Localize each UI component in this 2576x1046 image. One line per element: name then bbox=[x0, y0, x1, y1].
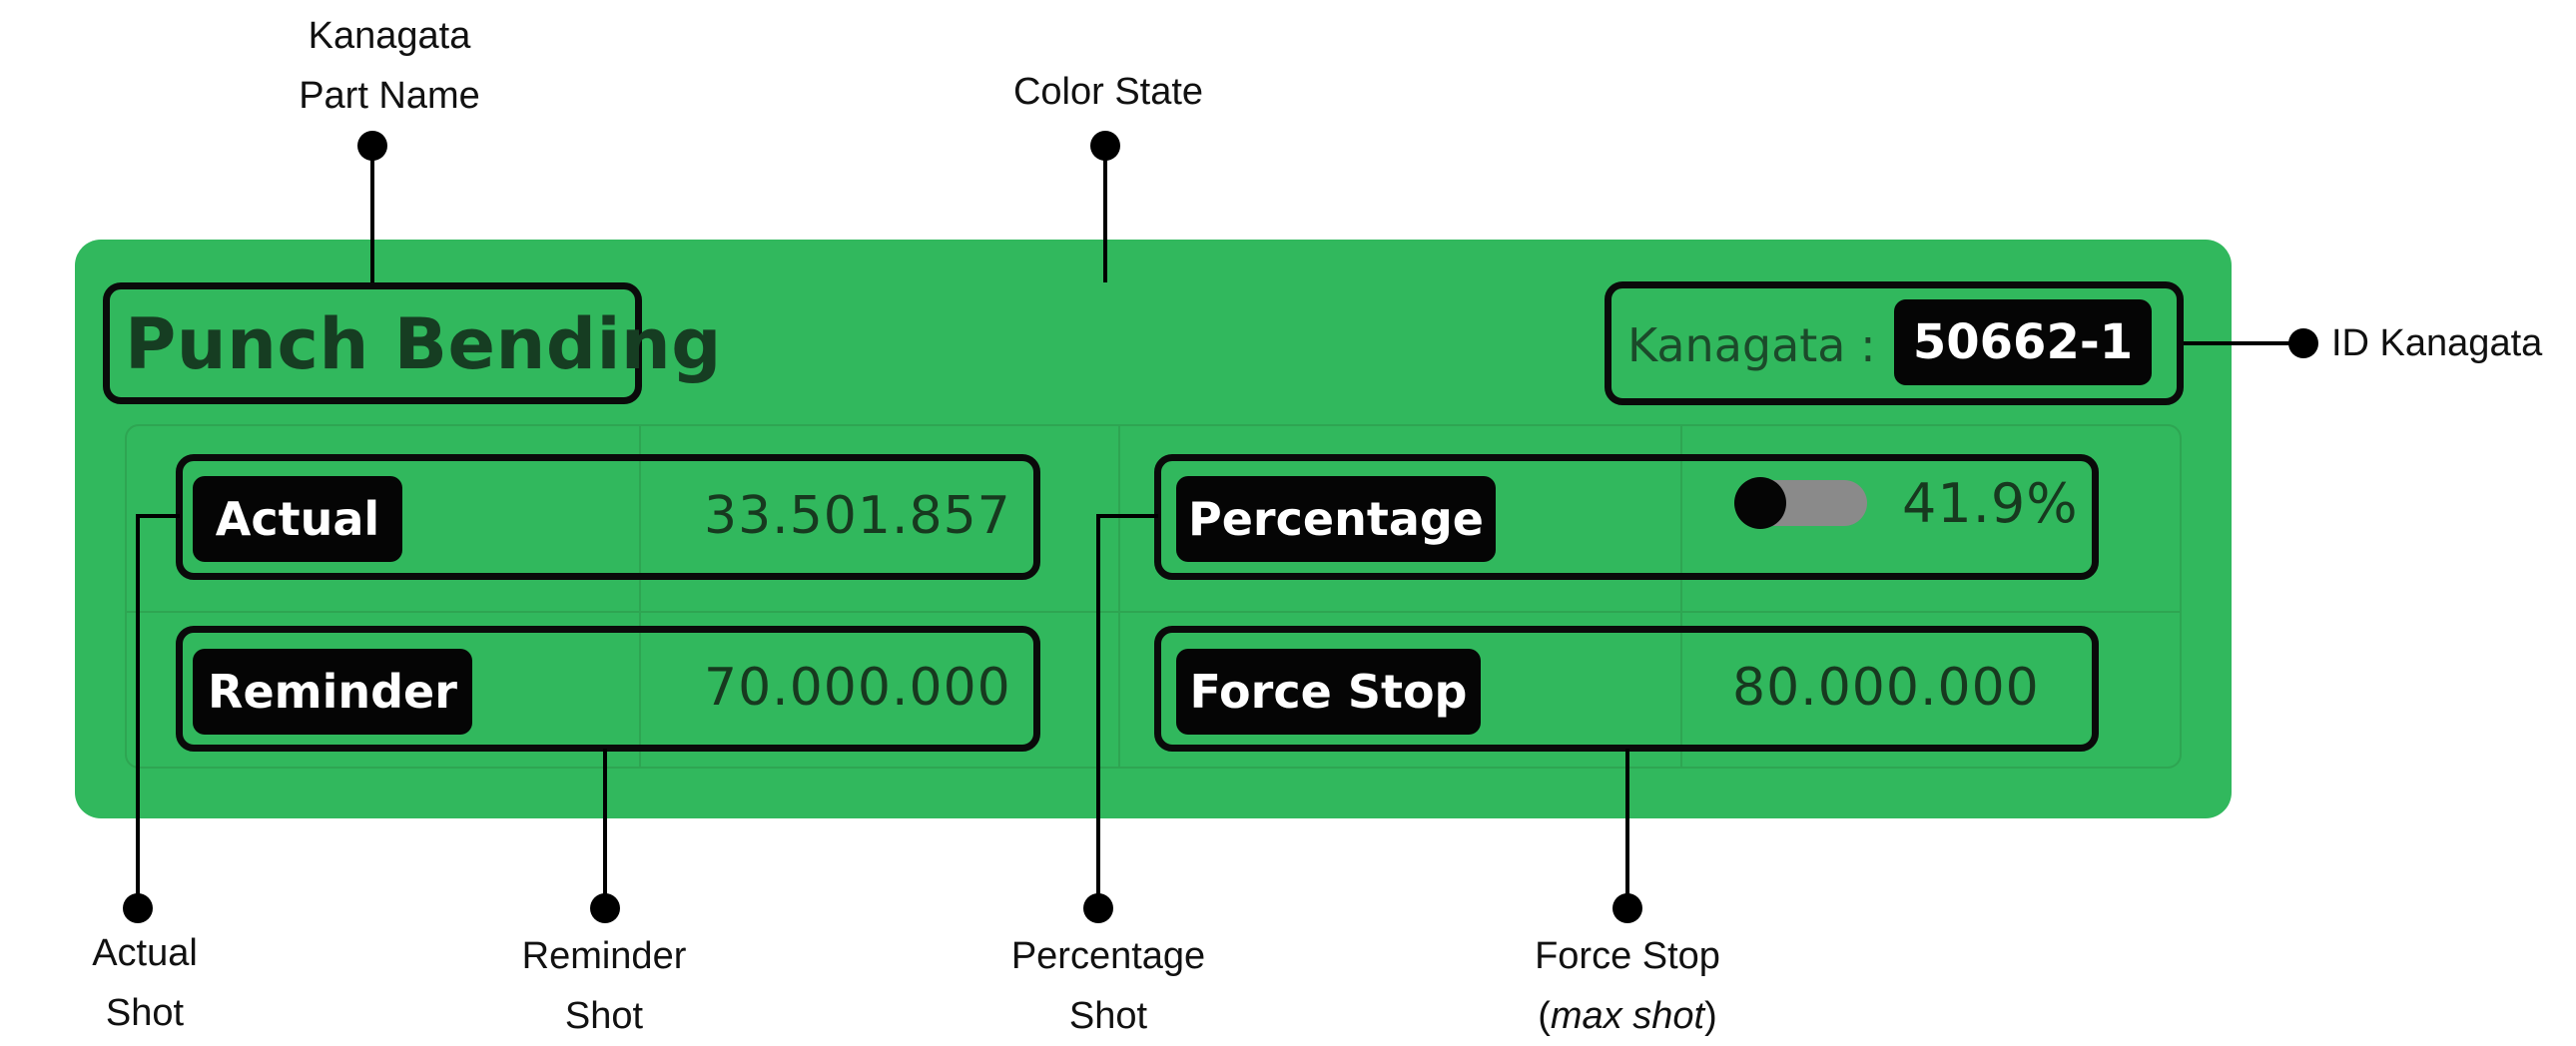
force-stop-highlight bbox=[1154, 626, 2099, 752]
percentage-leader-line-v bbox=[1096, 514, 1100, 909]
reminder-shot-highlight bbox=[176, 626, 1040, 752]
force-stop-leader-dot bbox=[1612, 893, 1642, 923]
force-stop-value: 80.000.000 bbox=[1732, 658, 2040, 718]
actual-leader-line-h bbox=[138, 514, 180, 518]
table-divider bbox=[1680, 426, 1682, 767]
part-name-leader-line bbox=[370, 146, 374, 282]
force-stop-leader-line bbox=[1625, 749, 1629, 908]
table-divider bbox=[127, 611, 2180, 613]
toggle-knob-icon bbox=[1734, 477, 1786, 529]
percentage-leader-line-h bbox=[1098, 514, 1158, 518]
table-divider bbox=[639, 426, 641, 767]
actual-leader-line-v bbox=[136, 514, 140, 909]
reminder-leader-line bbox=[603, 749, 607, 908]
percentage-value: 41.9% bbox=[1902, 472, 2079, 535]
force-stop-badge: Force Stop bbox=[1176, 649, 1481, 735]
id-kanagata-highlight bbox=[1605, 281, 2184, 405]
color-state-leader-line bbox=[1103, 146, 1107, 282]
actual-value: 33.501.857 bbox=[704, 486, 1011, 546]
id-kanagata-label: Kanagata : bbox=[1627, 318, 1876, 372]
reminder-leader-dot bbox=[590, 893, 620, 923]
color-state-annotation: Color State bbox=[1012, 71, 1204, 113]
force-stop-annotation: Force Stop (max shot) bbox=[1535, 935, 1720, 1037]
actual-shot-annotation: Actual Shot bbox=[92, 932, 198, 1034]
id-kanagata-annotation: ID Kanagata bbox=[2331, 322, 2543, 364]
reminder-shot-annotation: Reminder Shot bbox=[521, 935, 687, 1037]
part-name-annotation: Kanagata Part Name bbox=[299, 15, 480, 117]
force-stop-annotation-sub: max shot bbox=[1550, 995, 1705, 1037]
part-name-highlight bbox=[103, 282, 642, 404]
percentage-leader-dot bbox=[1083, 893, 1113, 923]
id-kanagata-leader-line bbox=[2184, 341, 2303, 345]
reminder-value: 70.000.000 bbox=[704, 658, 1011, 718]
part-name: Punch Bending bbox=[125, 303, 722, 385]
percentage-shot-annotation: Percentage Shot bbox=[1010, 935, 1206, 1037]
reminder-badge: Reminder bbox=[193, 649, 472, 735]
percentage-badge: Percentage bbox=[1176, 476, 1496, 562]
table-divider bbox=[1118, 426, 1120, 767]
actual-badge: Actual bbox=[193, 476, 402, 562]
shot-table bbox=[125, 424, 2182, 769]
id-kanagata-value: 50662-1 bbox=[1894, 299, 2152, 385]
id-kanagata-leader-dot bbox=[2288, 328, 2318, 358]
actual-leader-dot bbox=[123, 893, 153, 923]
